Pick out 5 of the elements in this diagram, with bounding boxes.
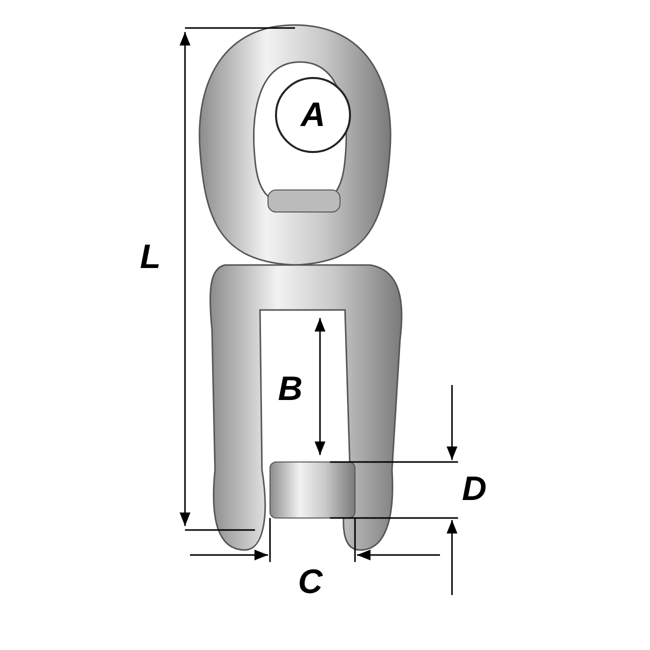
dimension-letter: B [278,372,303,406]
dimension-letter: C [298,565,323,599]
dimension-letter: D [462,472,487,506]
dimension-letter: A [300,98,326,132]
dimension-letter: L [140,240,161,274]
